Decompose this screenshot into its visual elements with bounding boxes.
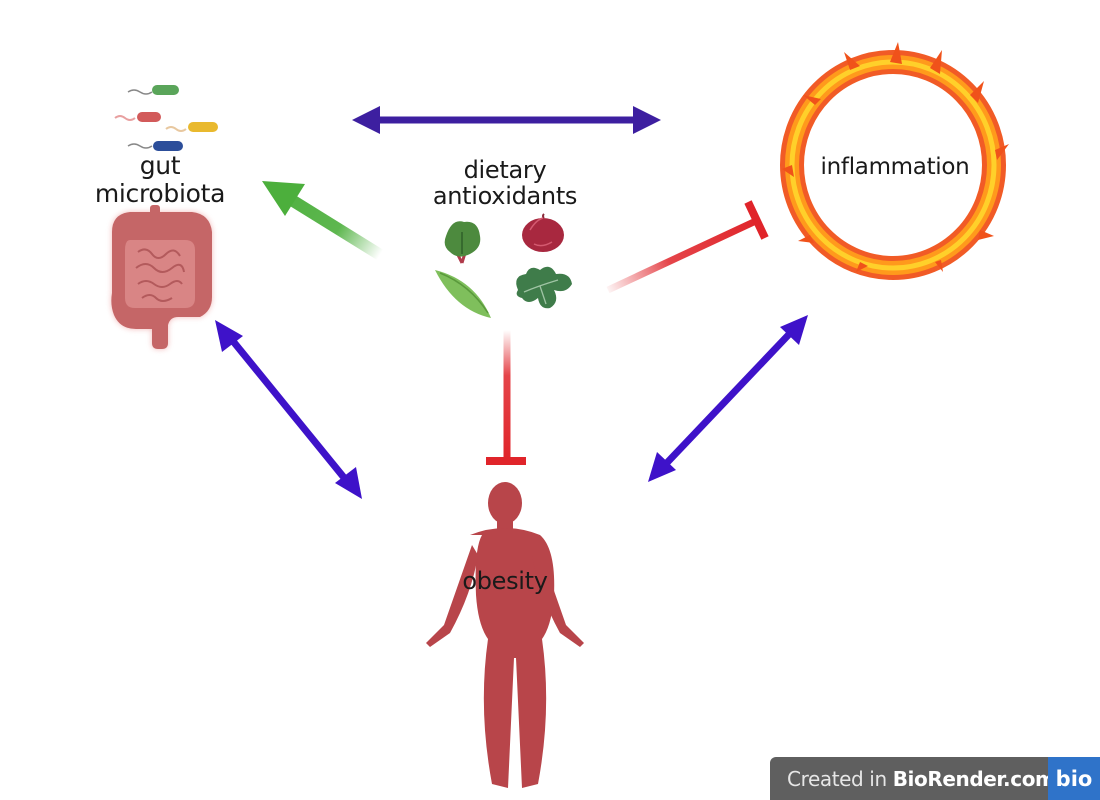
diet-label-line2: antioxidants — [432, 182, 578, 211]
pea-pod-icon — [435, 270, 491, 318]
biorender-logo-icon: bio — [1048, 757, 1100, 800]
inhibit-antioxidants-inflammation — [606, 200, 769, 294]
node-gut-microbiota: gut microbiota — [60, 152, 260, 207]
node-obesity: obesity — [462, 567, 548, 595]
watermark-prefix: Created in — [787, 766, 893, 791]
arrow-antioxidants-gut — [262, 181, 386, 262]
gut-label-line2: microbiota — [94, 178, 226, 208]
bacterium-yellow — [165, 122, 218, 132]
leafy-greens-icon — [444, 221, 481, 264]
gut-label-line1: gut — [139, 151, 181, 180]
watermark-text: Created in BioRender.com — [770, 766, 1056, 791]
bacterium-blue — [127, 141, 183, 151]
arrow-inflammation-obesity — [648, 315, 808, 482]
bacteria-icon — [114, 85, 218, 151]
node-dietary-antioxidants: dietary antioxidants — [400, 157, 610, 210]
node-inflammation: inflammation — [820, 154, 970, 180]
intestine-icon — [111, 205, 212, 349]
biorender-watermark[interactable]: Created in BioRender.com bio — [770, 757, 1100, 800]
bacterium-green — [127, 85, 179, 95]
watermark-brand: BioRender.com — [892, 766, 1056, 791]
arrow-gut-inflammation — [352, 106, 661, 134]
inhibit-antioxidants-obesity — [486, 330, 526, 465]
onion-icon — [522, 213, 564, 252]
arrow-gut-obesity — [215, 320, 362, 499]
bacterium-red — [114, 112, 161, 122]
kale-icon — [516, 266, 572, 309]
human-body-icon — [426, 482, 584, 788]
fire-ring-icon — [780, 42, 1009, 280]
diet-label-line1: dietary — [463, 156, 547, 184]
